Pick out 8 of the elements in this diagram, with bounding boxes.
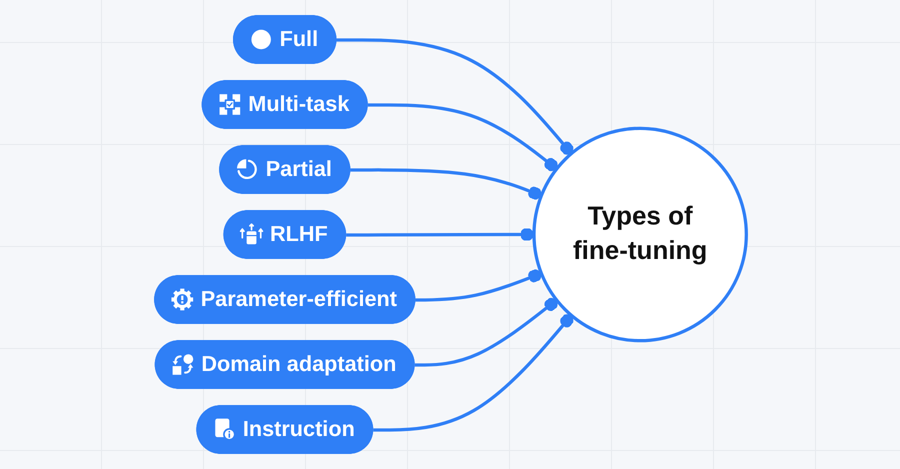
connector — [372, 314, 573, 432]
connector — [414, 298, 558, 367]
connector — [350, 168, 542, 200]
connector — [346, 228, 534, 242]
connector — [414, 269, 542, 302]
connector — [367, 103, 558, 172]
connector — [336, 38, 573, 155]
node-circle: Types of fine-tuning — [532, 126, 748, 342]
